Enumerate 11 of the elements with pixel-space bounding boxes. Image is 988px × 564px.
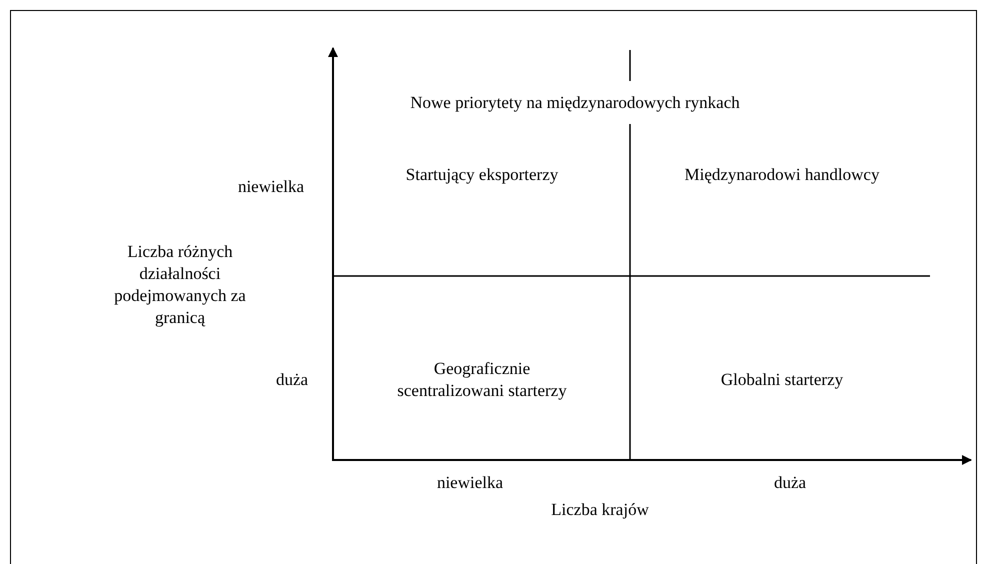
axis-label: Liczba różnych działalności podejmowanych za granicą [113,241,247,329]
axis-label: Globalni starterzy [720,369,844,391]
axis-label: Geograficznie scentralizowani starterzy [396,358,568,402]
axis-label: Międzynarodowi handlowcy [684,164,880,186]
axis-label: niewielka [436,472,504,494]
axis-label: duża [274,369,310,391]
axis-label: niewielka [236,176,306,198]
axis-label: Liczba krajów [550,499,650,521]
axis-label: Startujący eksporterzy [404,164,560,186]
axis-label: duża [772,472,808,494]
axis-label: Nowe priorytety na międzynarodowych rynkach [409,92,741,114]
